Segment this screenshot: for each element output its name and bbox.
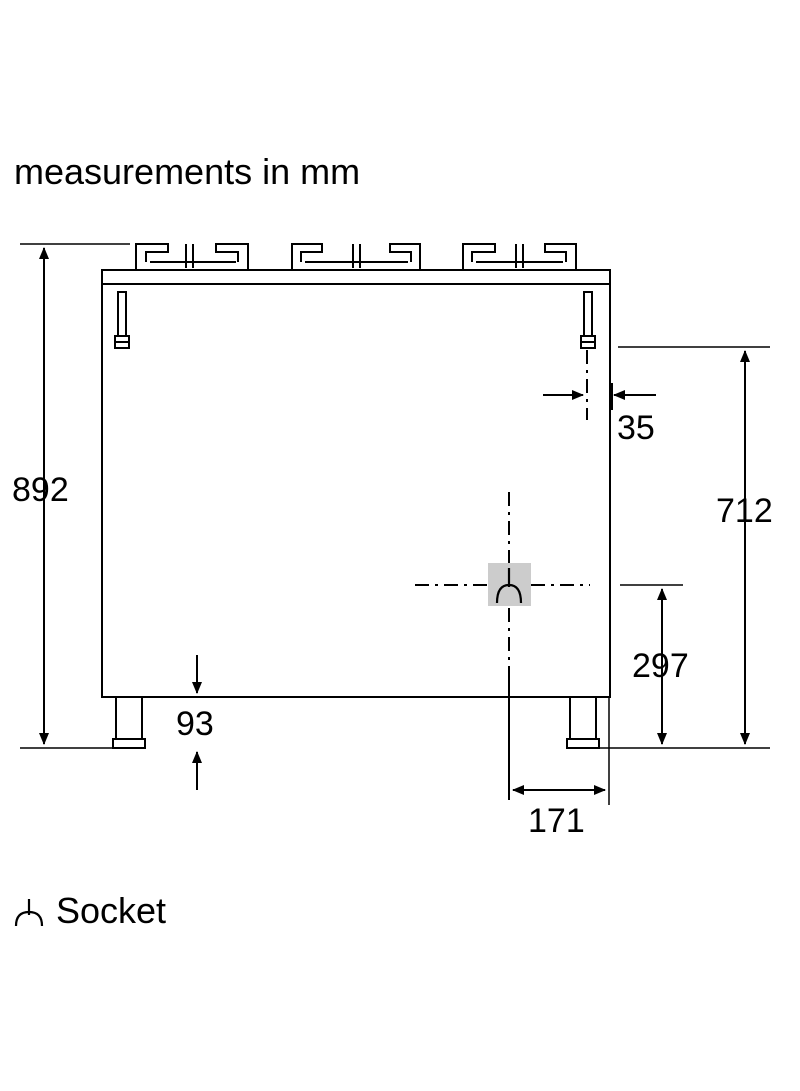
pan-support-left [135,243,249,270]
hose-connector-right [580,291,596,349]
socket-symbol-icon [14,899,44,927]
dimension-171-label: 171 [528,802,585,840]
leg-left [112,696,146,749]
pan-support-right [462,243,577,270]
cooktop-plate [101,269,611,285]
dimension-lines [39,247,750,795]
appliance-body [101,283,611,698]
socket-symbol [495,568,523,604]
legend: Socket [12,889,166,933]
extension-lines [20,243,770,805]
cooktop-pan-supports [101,243,611,285]
diagram-title: measurements in mm [14,151,361,192]
dimension-35-label: 35 [617,409,655,447]
dimension-712-label: 712 [716,492,773,530]
dimension-892-label: 892 [12,471,69,509]
dimension-297-label: 297 [632,647,689,685]
legend-label: Socket [56,890,167,931]
pan-support-middle [291,243,421,270]
hose-connector-left [114,291,130,349]
leg-right [566,696,600,749]
dimension-93-label: 93 [176,705,214,743]
